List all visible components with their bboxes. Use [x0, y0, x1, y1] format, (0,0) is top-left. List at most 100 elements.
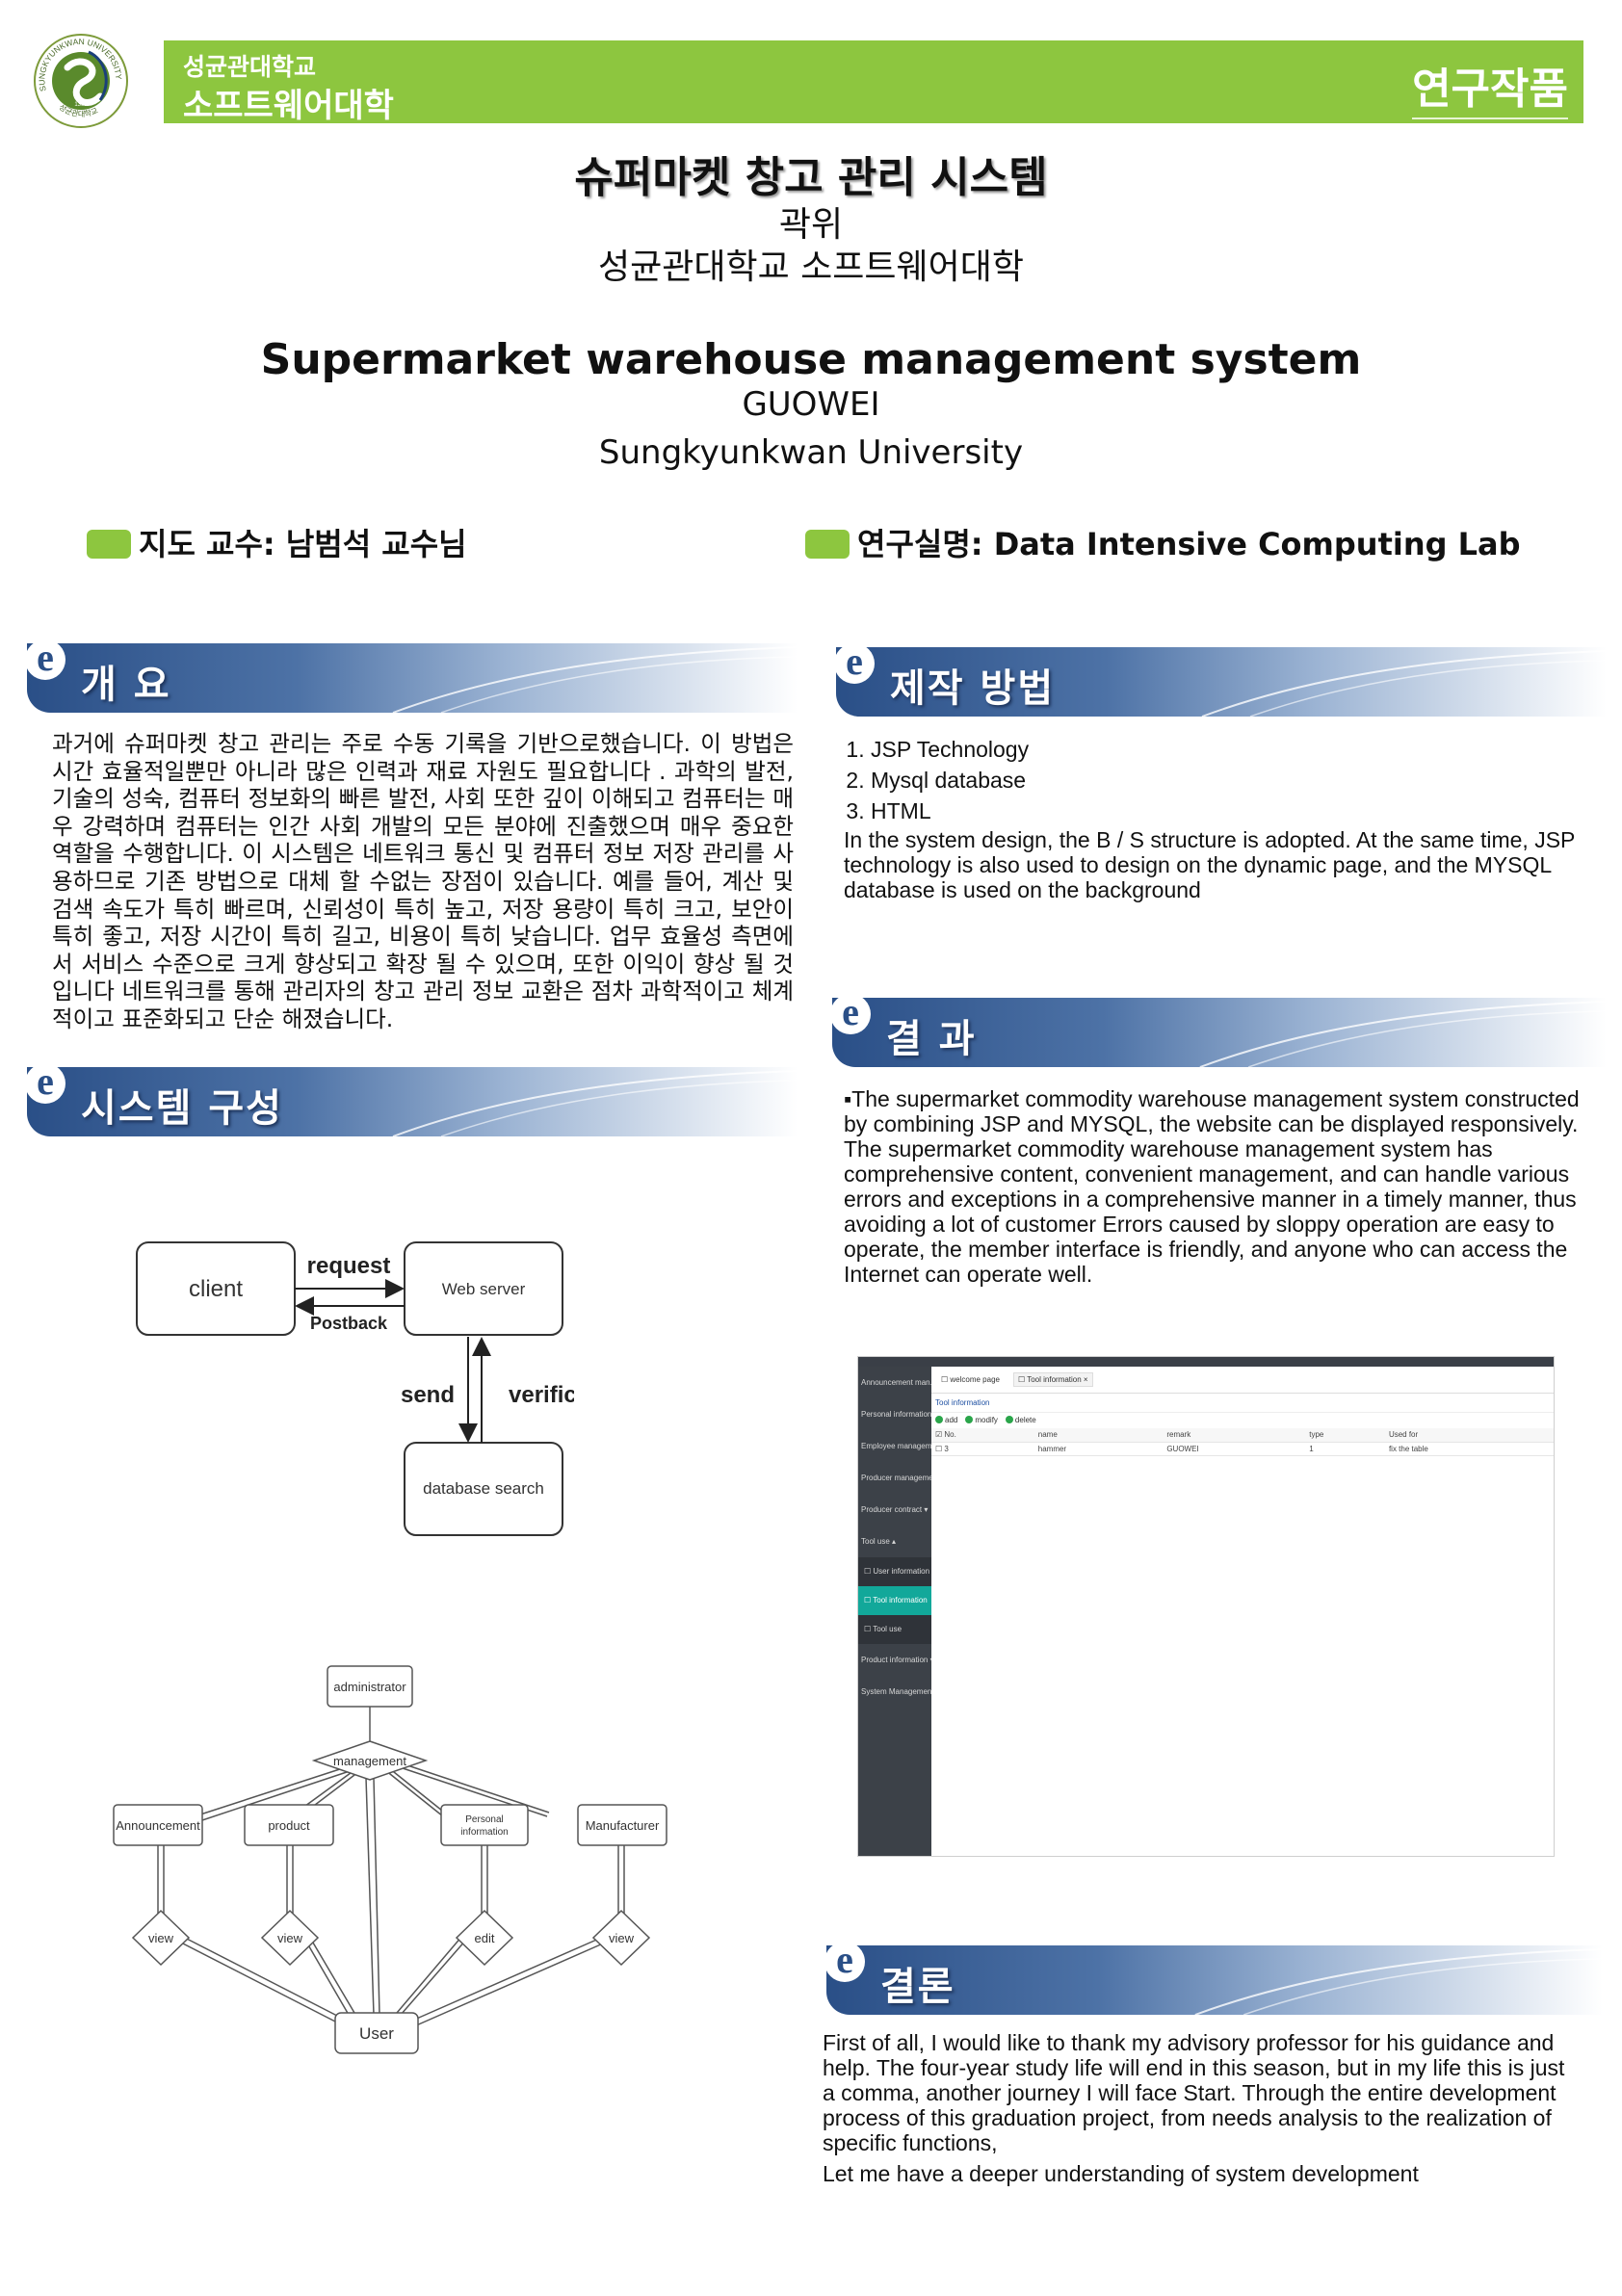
personal-info-box [440, 1804, 529, 1846]
sidebar-item: System Management ▾ [861, 1687, 931, 1696]
e-logo-icon: e [832, 998, 871, 1034]
column-header: ☑ No. [931, 1428, 1034, 1443]
screenshot-tabs: ☐ welcome page ☐ Tool information × [931, 1367, 1554, 1394]
button-label: modify [975, 1416, 998, 1424]
section-title: 시스템 구성 [81, 1086, 283, 1131]
plus-icon [935, 1416, 943, 1423]
section-header-overview: e 개 요 [27, 643, 798, 713]
author-korean: 곽위 [778, 205, 844, 245]
add-button: add [935, 1413, 957, 1428]
database-label: database search [423, 1479, 544, 1498]
method-content: JSP Technology Mysql database HTML In th… [844, 734, 1595, 902]
swoosh-decoration [392, 646, 798, 713]
web-server-label: Web server [442, 1280, 526, 1298]
section-header-result: e 결 과 [832, 998, 1607, 1067]
method-list: JSP Technology Mysql database HTML [844, 734, 1595, 826]
manufacturer-label: Manufacturer [586, 1818, 660, 1833]
send-label: send [401, 1382, 455, 1408]
e-logo-icon: e [826, 1945, 865, 1982]
bullet-marker [805, 530, 850, 559]
section-header-conclusion: e 결론 [826, 1945, 1603, 2015]
management-diamond [311, 1740, 429, 1781]
conclusion-text: First of all, I would like to thank my a… [823, 2030, 1574, 2186]
swoosh-decoration [1199, 1001, 1607, 1067]
announcement-box [113, 1804, 203, 1846]
university-name: 성균관대학교 [183, 53, 317, 81]
column-header: Used for [1384, 1428, 1554, 1443]
section-header-system: e 시스템 구성 [27, 1067, 798, 1136]
table-cell: ☐ 3 [931, 1442, 1034, 1456]
section-title: 제작 방법 [890, 666, 1056, 711]
overview-paragraph: 과거에 슈퍼마켓 창고 관리는 주로 수동 기록을 기반으로했습니다. 이 방법… [52, 730, 794, 1032]
section-title: 개 요 [81, 663, 171, 707]
er-diagram: administrator management Announcement pr… [113, 1665, 667, 2054]
product-box [244, 1804, 334, 1846]
conclusion-paragraph: Let me have a deeper understanding of sy… [823, 2161, 1419, 2186]
e-logo-icon: e [836, 647, 875, 684]
column-header: type [1305, 1428, 1385, 1443]
view-label: view [609, 1931, 635, 1945]
sidebar-subitem: ☐ User information [858, 1557, 931, 1586]
tab-active: ☐ Tool information × [1012, 1372, 1093, 1387]
button-label: add [945, 1416, 958, 1424]
view-label: view [148, 1931, 174, 1945]
button-label: delete [1014, 1416, 1036, 1424]
university-logo: SUNGKYUNKWAN UNIVERSITY 성균관대학교 1398 [34, 34, 128, 128]
sidebar-item: Product information ▾ [861, 1656, 931, 1664]
author-english: GUOWEI [742, 385, 880, 424]
affiliation-korean: 성균관대학교 소프트웨어대학 [597, 248, 1024, 287]
administrator-box [327, 1665, 413, 1708]
user-label: User [359, 2024, 394, 2043]
web-server-box [404, 1241, 563, 1336]
title-korean: 슈퍼마켓 창고 관리 시스템 [574, 153, 1048, 202]
sidebar-subitem: ☐ Tool use [858, 1615, 931, 1644]
manufacturer-box [577, 1804, 667, 1846]
screenshot-topbar [858, 1357, 1554, 1367]
svg-text:1398: 1398 [74, 102, 88, 108]
result-paragraph: ▪The supermarket commodity warehouse man… [844, 1086, 1580, 1287]
edit-diamond [455, 1909, 514, 1967]
personal-label: information [460, 1827, 508, 1838]
title-english: Supermarket warehouse management system [260, 335, 1362, 384]
category-label: 연구작품 [1412, 54, 1568, 119]
product-label: product [268, 1818, 310, 1833]
table-row: ☐ 3 hammer GUOWEI 1 fix the table [931, 1442, 1554, 1456]
architecture-diagram: client Web server database search reques… [136, 1241, 574, 1536]
advisor-text: 지도 교수: 남범석 교수님 [139, 526, 467, 562]
announcement-label: Announcement [116, 1818, 200, 1833]
view-label: view [277, 1931, 303, 1945]
college-name: 소프트웨어대학 [183, 87, 394, 125]
request-label: request [307, 1253, 391, 1279]
client-label: client [189, 1276, 243, 1302]
table-header-row: ☑ No. name remark type Used for [931, 1428, 1554, 1443]
section-header-method: e 제작 방법 [836, 647, 1607, 717]
view-diamond [131, 1909, 191, 1967]
list-item: Mysql database [871, 765, 1595, 796]
verification-label: verification [509, 1382, 574, 1408]
table-cell: hammer [1033, 1442, 1164, 1456]
view-diamond [591, 1909, 651, 1967]
edit-label: edit [475, 1931, 495, 1945]
user-box [334, 2012, 419, 2054]
table-cell: fix the table [1384, 1442, 1554, 1456]
sidebar-item: Producer management ▾ [861, 1474, 931, 1482]
list-item: JSP Technology [871, 734, 1595, 765]
database-box [404, 1442, 563, 1536]
e-logo-icon: e [27, 1067, 65, 1104]
sidebar-item: Tool use ▴ [861, 1537, 897, 1546]
sidebar-item: Personal information ▾ [861, 1410, 931, 1419]
swoosh-decoration [1201, 650, 1607, 717]
sidebar-item: Producer contract ▾ [861, 1505, 929, 1514]
delete-button: delete [1005, 1413, 1036, 1428]
tab: ☐ welcome page [941, 1375, 1000, 1384]
delete-icon [1005, 1416, 1013, 1423]
view-diamond [260, 1909, 320, 1967]
affiliation-english: Sungkyunkwan University [598, 433, 1024, 472]
sidebar-item: Announcement man.. ▾ [861, 1378, 931, 1387]
sidebar-item: Employee managem.. ▾ [861, 1442, 931, 1450]
e-logo-icon: e [27, 643, 65, 680]
management-label: management [333, 1754, 406, 1768]
screenshot-table: ☑ No. name remark type Used for ☐ 3 hamm… [931, 1428, 1554, 1456]
conclusion-paragraph: First of all, I would like to thank my a… [823, 2030, 1565, 2155]
swoosh-decoration [1194, 1948, 1603, 2015]
